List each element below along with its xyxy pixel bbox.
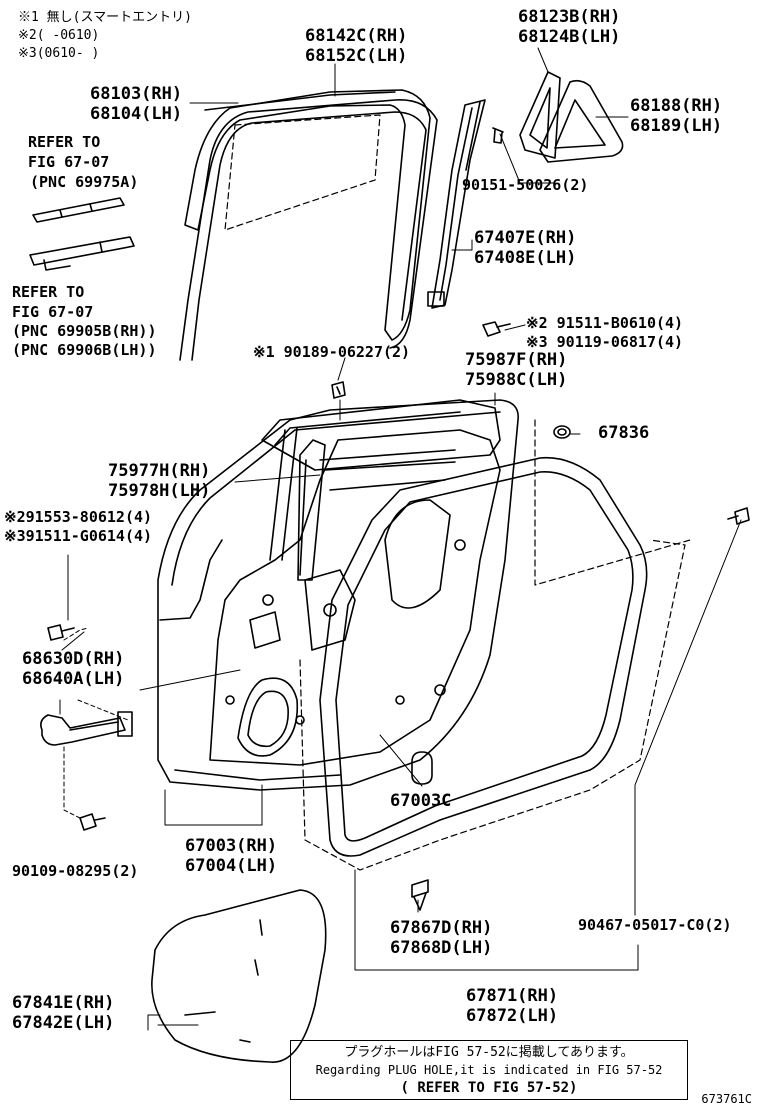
note-3: ※3(0610- ) <box>18 46 100 61</box>
door-frame-weatherstrip <box>261 399 501 471</box>
notice-line-english: Regarding PLUG HOLE,it is indicated in F… <box>315 1063 663 1077</box>
part-68104: 68104(LH) <box>90 104 183 124</box>
division-bar <box>427 99 486 309</box>
part-68123b: 68123B(RH) <box>518 7 621 27</box>
part-68188: 68188(RH) <box>630 96 723 116</box>
part-90151: 90151-50026(2) <box>462 176 589 194</box>
door-glass <box>224 114 381 231</box>
clip-90467 <box>727 507 750 525</box>
part-75977h: 75977H(RH) <box>108 461 211 481</box>
ref-2-line-b: FIG 67-07 <box>12 303 94 321</box>
note-2: ※2( -0610) <box>18 28 100 43</box>
ref-2-line-a: REFER TO <box>12 283 85 301</box>
part-67841e: 67841E(RH) <box>12 993 115 1013</box>
ref-1-line-a: REFER TO <box>28 133 101 151</box>
part-75978h: 75978H(LH) <box>108 481 211 501</box>
figure-id: 673761C <box>701 1092 752 1106</box>
part-75987f: 75987F(RH) <box>465 350 568 370</box>
part-90109: 90109-08295(2) <box>12 862 139 880</box>
part-91511b: ※2 91511-B0610(4) <box>526 314 684 332</box>
door-weatherstrip <box>319 456 648 857</box>
grommet-67836 <box>553 425 571 439</box>
part-68189: 68189(LH) <box>630 116 723 136</box>
plug-hole-notice: プラグホールはFIG 57-52に掲載してあります。 Regarding PLU… <box>290 1040 688 1100</box>
part-68142c: 68142C(RH) <box>305 26 408 46</box>
plug-67003c <box>411 751 433 785</box>
trim-strip-upper <box>32 197 125 223</box>
clip-67867d <box>411 879 429 911</box>
ref-1-line-b: FIG 67-07 <box>28 153 110 171</box>
part-91511g: ※391511-G0614(4) <box>4 527 153 545</box>
part-67004: 67004(LH) <box>185 856 278 876</box>
part-67408e: 67408E(LH) <box>474 248 577 268</box>
door-outline-dashed <box>299 539 686 871</box>
part-67836: 67836 <box>598 423 650 443</box>
bolt-90109 <box>79 813 106 831</box>
ref-2-line-c: (PNC 69905B(RH)) <box>12 322 157 340</box>
part-67871: 67871(RH) <box>466 986 559 1006</box>
door-window-frame <box>184 89 431 341</box>
quarter-window <box>519 71 561 159</box>
part-67842e: 67842E(LH) <box>12 1013 115 1033</box>
bolt-90151 <box>492 127 504 144</box>
part-75988c: 75988C(LH) <box>465 370 568 390</box>
part-67867d: 67867D(RH) <box>390 918 493 938</box>
clip-90189 <box>331 381 346 399</box>
trim-strip-lower <box>29 236 135 271</box>
notice-line-japanese: プラグホールはFIG 57-52に掲載してあります。 <box>344 1045 634 1060</box>
bolt-91553 <box>47 624 75 641</box>
part-67407e: 67407E(RH) <box>474 228 577 248</box>
leader-lines <box>59 47 742 1031</box>
door-panel <box>157 399 519 791</box>
bolt-91511 <box>482 321 511 337</box>
part-67003: 67003(RH) <box>185 836 278 856</box>
part-67868d: 67868D(LH) <box>390 938 493 958</box>
door-inner-structure <box>209 427 501 766</box>
part-68630d: 68630D(RH) <box>22 649 125 669</box>
note-1: ※1 無し(スマートエントリ) <box>18 10 192 25</box>
ref-2-line-d: (PNC 69906B(LH)) <box>12 341 157 359</box>
part-68152c: 68152C(LH) <box>305 46 408 66</box>
door-service-hole-dashed <box>534 419 691 586</box>
glass-run <box>179 99 438 361</box>
part-90119: ※3 90119-06817(4) <box>526 333 684 351</box>
door-vertical-moulding <box>297 439 326 581</box>
service-hole-cover <box>151 889 327 1063</box>
door-check <box>40 711 133 746</box>
ref-1-line-c: (PNC 69975A) <box>30 173 139 191</box>
part-67872: 67872(LH) <box>466 1006 559 1026</box>
part-67003c: 67003C <box>390 791 452 811</box>
part-91553: ※291553-80612(4) <box>4 508 153 526</box>
quarter-window-seal <box>539 79 624 163</box>
part-68640a: 68640A(LH) <box>22 669 125 689</box>
part-68103: 68103(RH) <box>90 84 183 104</box>
part-90189: ※1 90189-06227(2) <box>253 343 411 361</box>
notice-line-refer: ( REFER TO FIG 57-52) <box>400 1080 578 1096</box>
part-90467: 90467-05017-C0(2) <box>578 916 732 934</box>
part-68124b: 68124B(LH) <box>518 27 621 47</box>
